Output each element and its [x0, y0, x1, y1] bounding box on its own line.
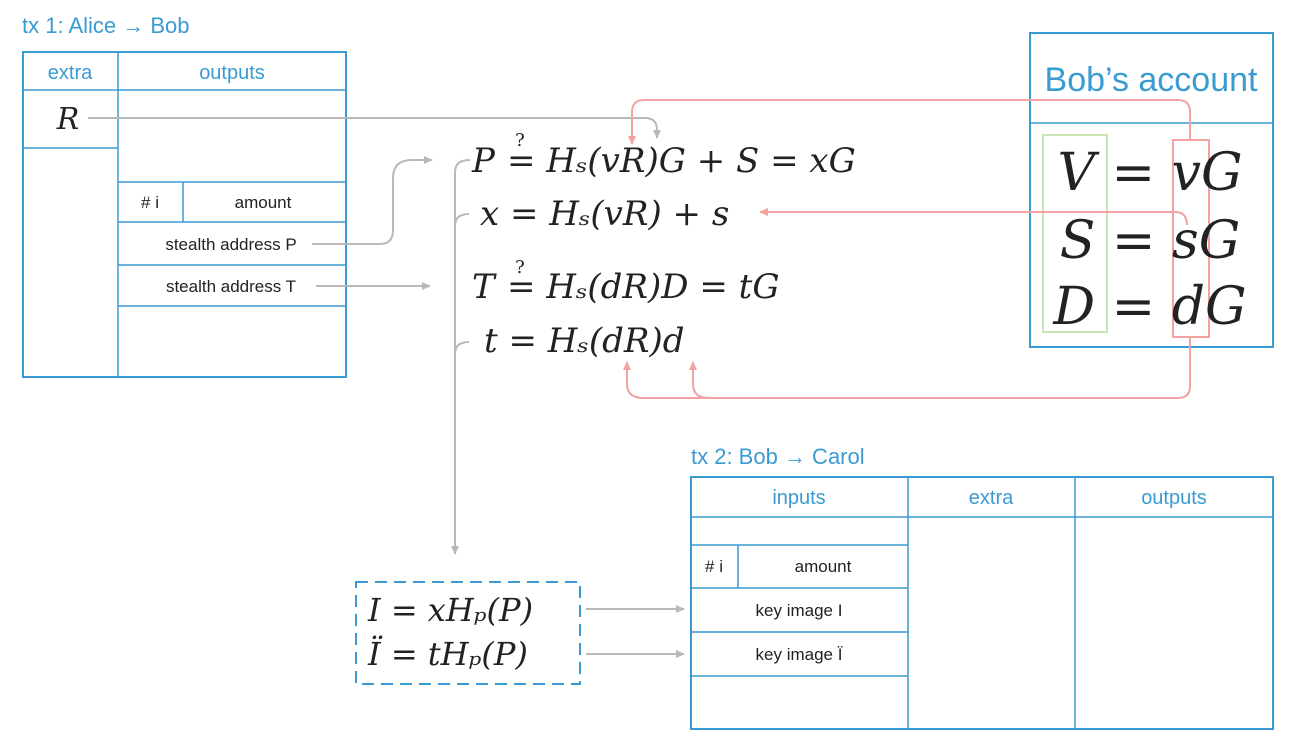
tx2-inputs-header: inputs [772, 487, 825, 509]
tx-pubkey-R: R [56, 102, 80, 137]
key-image-i-dot-cell: key image Ï [756, 645, 843, 664]
tx2-index-header: # i [705, 557, 723, 576]
eq-t: t = Hₛ(dR)d [484, 321, 685, 361]
tx1-extra-header: extra [48, 62, 93, 84]
eq-p-lhs: P [471, 141, 496, 181]
stealth-address-t: stealth address T [166, 277, 296, 296]
arrow-r-to-equation [88, 117, 661, 139]
tx1-table [22, 51, 347, 378]
stealth-address-p: stealth address P [165, 235, 296, 254]
eq-q-mark-1: ? [515, 130, 525, 151]
bracket-x [454, 213, 470, 227]
bob-account-box [1029, 32, 1274, 348]
arrow-equations-to-key-images [451, 159, 471, 555]
key-s: S = sG [1060, 211, 1240, 271]
tx2-table [690, 476, 1274, 730]
key-v: V = vG [1057, 143, 1242, 203]
eq-q-mark-2: ? [515, 257, 525, 278]
key-image-i-cell: key image I [756, 601, 843, 620]
tx1-panel: tx 1: Alice → Bob extra outputs R # i am… [22, 13, 347, 378]
key-images: I = xHₚ(P) Ï = tHₚ(P) [355, 581, 581, 685]
eq-x: x = Hₛ(vR) + s [480, 194, 729, 234]
arrow-s-to-x [759, 208, 1188, 226]
arrow-stealth-p-to-equation [312, 156, 433, 245]
key-image-1-eq: I = xHₚ(P) [367, 591, 533, 629]
eq-t-rhs: = Hₛ(dR)D = tG [507, 267, 779, 307]
bob-account-title: Bob’s account [1045, 61, 1259, 99]
key-d: D = dG [1052, 277, 1246, 337]
tx2-panel: tx 2: Bob → Carol inputs extra outputs #… [690, 444, 1274, 730]
eq-t-lhs: T [472, 267, 497, 307]
gray-connectors [88, 117, 685, 658]
tx1-amount-header: amount [235, 193, 292, 212]
arrow-v-to-equation [628, 99, 1191, 145]
arrow-d-to-t [623, 337, 1191, 399]
tx2-outputs-header: outputs [1141, 487, 1207, 509]
eq-p-rhs: = Hₛ(vR)G + S = xG [507, 141, 856, 181]
tx1-title: tx 1: Alice → Bob [22, 13, 190, 38]
key-images-box [355, 581, 581, 685]
public-key-highlight [1042, 134, 1108, 333]
arrow-d-to-d [689, 361, 710, 399]
equations: P ? = Hₛ(vR)G + S = xG x = Hₛ(vR) + s T … [471, 130, 856, 361]
tx1-outputs-header: outputs [199, 62, 265, 84]
tx1-index-header: # i [141, 193, 159, 212]
bob-account: Bob’s account V = vG S = sG D = dG [1029, 32, 1274, 348]
key-image-2-eq: Ï = tHₚ(P) [367, 635, 528, 673]
tx2-title: tx 2: Bob → Carol [691, 444, 865, 469]
tx2-extra-header: extra [969, 487, 1014, 509]
bracket-t [454, 341, 470, 355]
pink-connectors [623, 99, 1191, 399]
tx2-amount-header: amount [795, 557, 852, 576]
